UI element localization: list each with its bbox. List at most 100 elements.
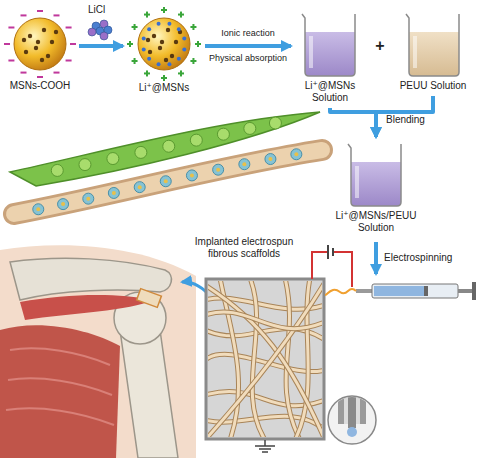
pea: [107, 153, 119, 165]
solution: [305, 32, 355, 76]
particle-core: [216, 168, 220, 172]
lithium-ion: [157, 22, 161, 26]
annotation-label: Ionic reaction: [204, 28, 292, 39]
pore: [148, 50, 152, 54]
pore: [42, 28, 46, 32]
plunger-cap: [472, 282, 476, 300]
embedded-particle: [83, 193, 94, 204]
lithium-ion: [147, 27, 151, 31]
pore: [152, 34, 156, 38]
plus-sign: [197, 41, 199, 47]
fiber: [250, 281, 265, 437]
minus-sign: [8, 27, 14, 29]
lithium-ion: [177, 27, 181, 31]
syringe-liquid: [374, 286, 424, 296]
fiber: [285, 281, 300, 437]
plus-sign: [163, 75, 165, 81]
plunger-rod: [458, 289, 472, 293]
embedded-particle: [58, 199, 69, 210]
particle-core: [86, 197, 90, 201]
minus-sign: [4, 43, 10, 45]
plus-sign: [192, 58, 194, 64]
syringe-barrel: [372, 284, 458, 298]
nanoparticle: [14, 18, 66, 70]
ground-symbol: [255, 440, 275, 452]
minus-sign: [54, 72, 60, 74]
pore: [158, 46, 162, 50]
fiber: [285, 281, 300, 437]
minus-sign: [21, 14, 27, 16]
annotation-label: +: [372, 36, 388, 55]
minus-sign: [66, 27, 72, 29]
fiber: [250, 281, 265, 437]
pore: [160, 40, 164, 44]
minus-sign: [37, 76, 43, 78]
implanted-scaffold: [137, 289, 162, 308]
solution: [351, 162, 401, 206]
annotation-label: Blending: [386, 114, 446, 126]
glass-highlight: [309, 36, 313, 68]
pore: [40, 58, 44, 62]
fiber: [208, 282, 322, 437]
lithium-ion: [167, 22, 171, 26]
embedded-particle: [186, 170, 197, 181]
lithium-ion: [182, 47, 186, 51]
pore: [146, 38, 150, 42]
pea: [217, 128, 229, 140]
pea: [269, 117, 281, 129]
licl-crystal: [88, 28, 96, 36]
nozzle: [338, 394, 366, 437]
embedded-particle: [291, 149, 302, 160]
pea: [190, 134, 202, 146]
muscle: [0, 325, 120, 458]
pore: [28, 34, 32, 38]
flow-arrow: [79, 44, 123, 48]
embedded-particle: [265, 154, 276, 165]
lithium-ion: [147, 57, 151, 61]
lithium-ion: [167, 62, 171, 66]
pea: [244, 122, 256, 134]
embedded-particle: [239, 159, 250, 170]
collector-plate: [206, 279, 324, 439]
particle-core: [36, 207, 40, 211]
embedded-particle: [134, 182, 145, 193]
particle-core: [268, 157, 272, 161]
fiber: [14, 150, 322, 214]
node-label: MSNs-COOH: [4, 80, 76, 92]
licl-crystal: [100, 32, 108, 40]
power-supply: [328, 245, 333, 259]
plus-sign: [163, 7, 165, 13]
component-node: Li⁺@MSNs/PEUU Solution: [330, 140, 422, 236]
minus-sign: [37, 10, 43, 12]
jet: [325, 289, 356, 295]
solution: [409, 32, 459, 76]
muscle-stripe: [6, 348, 114, 425]
annotation-label: LiCl: [88, 4, 118, 16]
minus-sign: [8, 60, 14, 62]
fibers: [208, 281, 322, 437]
fiber: [208, 282, 322, 437]
minus-sign: [21, 72, 27, 74]
component-node: Li⁺@MSNs: [126, 4, 202, 96]
embedded-particle: [160, 176, 171, 187]
node-label: Li⁺@MSNs Solution: [294, 80, 366, 104]
humerus-bone: [120, 330, 178, 458]
lithium-ion: [142, 37, 146, 41]
glass-highlight: [413, 36, 417, 68]
plus-sign: [134, 24, 136, 30]
lithium-ion: [177, 57, 181, 61]
pore: [166, 28, 170, 32]
annotation-label: Physical absorption: [204, 53, 292, 64]
pea: [135, 146, 147, 158]
particle-core: [294, 152, 298, 156]
annotation-label: Implanted electrospun fibrous scaffolds: [188, 236, 300, 260]
minus-sign: [70, 43, 76, 45]
flow-arrow: [330, 108, 376, 137]
supraspinatus-muscle: [20, 295, 152, 320]
particle-core: [112, 191, 116, 195]
pore: [54, 30, 58, 34]
particle-core: [242, 162, 246, 166]
annotation-label: Electrospinning: [384, 252, 474, 264]
plus-sign: [134, 58, 136, 64]
